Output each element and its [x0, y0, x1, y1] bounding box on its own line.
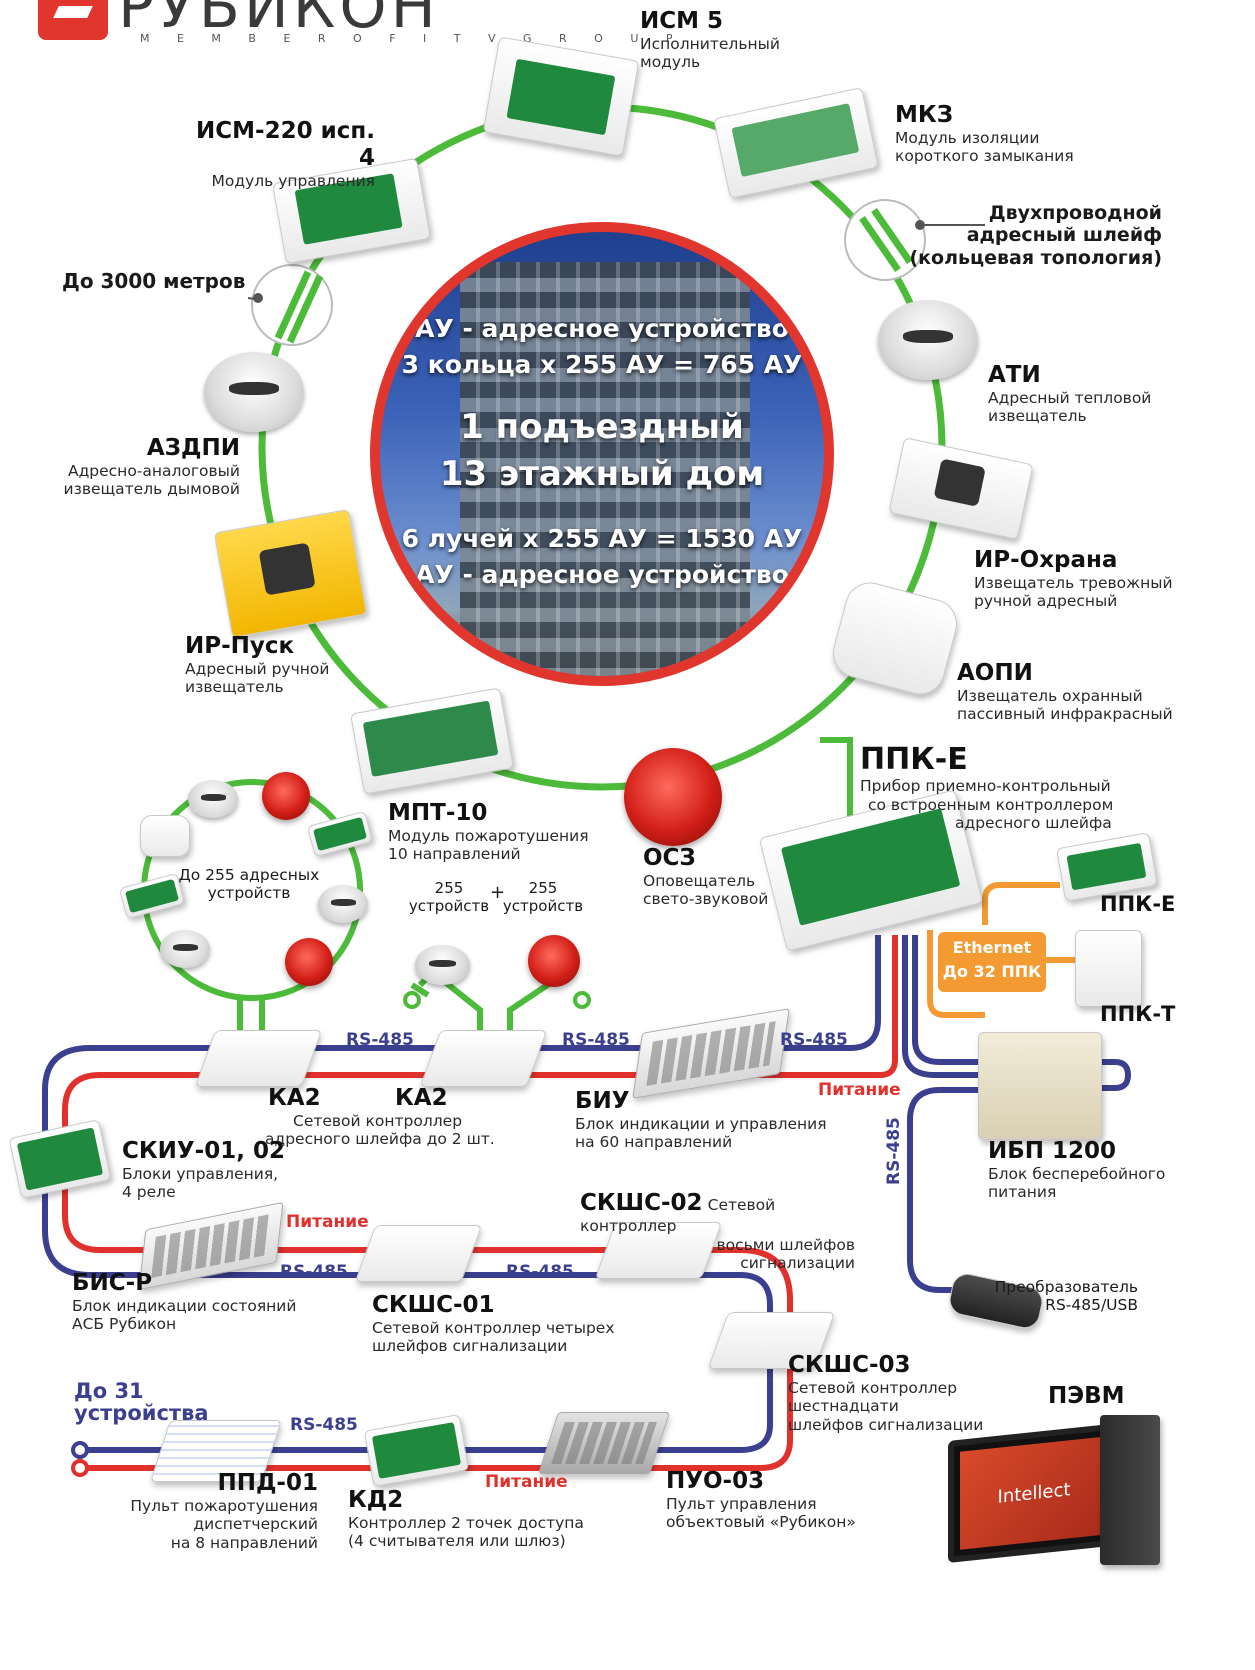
ethernet-link: [927, 882, 1075, 1018]
puo03-keypad-icon: [537, 1412, 671, 1474]
center-line-6: АУ - адресное устройство: [415, 560, 789, 589]
ka2-b-label: КА2 Сетевой контроллер адресного шлейфа …: [265, 1085, 495, 1149]
ethernet-line-1: Ethernet: [952, 938, 1032, 957]
center-line-3: 1 подъездный: [460, 407, 744, 447]
loop-siren-icon-1: [262, 772, 310, 820]
skshc01-device: [354, 1225, 483, 1282]
brand-logo-icon: [38, 0, 108, 40]
rs485-label-3: RS-485: [780, 1030, 848, 1050]
branch-wires: [237, 967, 572, 1050]
loop-ir-icon: [140, 815, 190, 857]
ppk-t-label: ППК-Т: [1100, 1002, 1176, 1026]
ka2-a-label: КА2: [268, 1085, 321, 1111]
osz-siren-icon: [624, 748, 722, 846]
loop-detector-icon-1: [188, 780, 238, 818]
usb-link: [907, 1087, 990, 1293]
building-photo: АУ - адресное устройство 3 кольца х 255 …: [370, 222, 834, 686]
ppk-e-label: ППК-Е Прибор приемно-контрольный со встр…: [860, 742, 1114, 832]
pevm-tower-icon: [1100, 1415, 1160, 1565]
pevm-label: ПЭВМ: [1048, 1383, 1125, 1409]
center-line-2: 3 кольца х 255 АУ = 765 АУ: [401, 350, 803, 379]
rs485-label-6: RS-485: [290, 1415, 358, 1435]
pevm-screen: Intellect: [960, 1436, 1108, 1550]
power-label-1: Питание: [818, 1080, 901, 1100]
distance-label: До 3000 метров: [62, 269, 246, 293]
building-image: [460, 262, 750, 676]
ethernet-badge: Ethernet До 32 ППК: [938, 932, 1046, 992]
center-line-5: 6 лучей х 255 АУ = 1530 АУ: [401, 524, 803, 553]
brand-name: РУБИКОН: [118, 0, 440, 42]
branch-detector-icon: [415, 945, 470, 985]
ati-heat-detector-icon: [878, 300, 978, 380]
ppk-e2-label: ППК-Е: [1100, 892, 1176, 916]
branch-siren-icon: [528, 935, 580, 987]
loop-siren-icon-2: [285, 938, 333, 986]
ibp-1200-cabinet-icon: [978, 1032, 1102, 1140]
ka2-b-device: [419, 1030, 548, 1087]
ka2-a-device: [194, 1030, 323, 1087]
rs485-label-4: RS-485: [280, 1262, 348, 1282]
center-line-1: АУ - адресное устройство: [415, 314, 789, 343]
ppk-t-cabinet-icon: [1075, 930, 1142, 1007]
rs485-label-1: RS-485: [346, 1030, 414, 1050]
rs485-label-2: RS-485: [562, 1030, 630, 1050]
power-label-3: Питание: [485, 1472, 568, 1492]
pevm-monitor-icon: Intellect: [948, 1422, 1120, 1564]
power-bus: [62, 935, 898, 1471]
skshc02-label: СКШС-02 Сетевой контроллер восьми шлейфо…: [580, 1190, 855, 1273]
loop-detector-icon-3: [160, 930, 210, 968]
center-line-4: 13 этажный дом: [439, 454, 765, 494]
rs485-label-vertical: RS-485: [884, 1117, 904, 1185]
power-label-2: Питание: [286, 1212, 369, 1232]
brand-tagline: M E M B E R O F I T V G R O U P: [140, 32, 685, 45]
plus-sign: +: [490, 882, 506, 903]
azdpi-smoke-detector-icon: [204, 352, 304, 432]
loop-detector-icon-2: [318, 885, 368, 923]
rs485-bus: [42, 935, 881, 1453]
rs485-label-5: RS-485: [506, 1262, 574, 1282]
ethernet-line-2: До 32 ППК: [942, 962, 1042, 981]
